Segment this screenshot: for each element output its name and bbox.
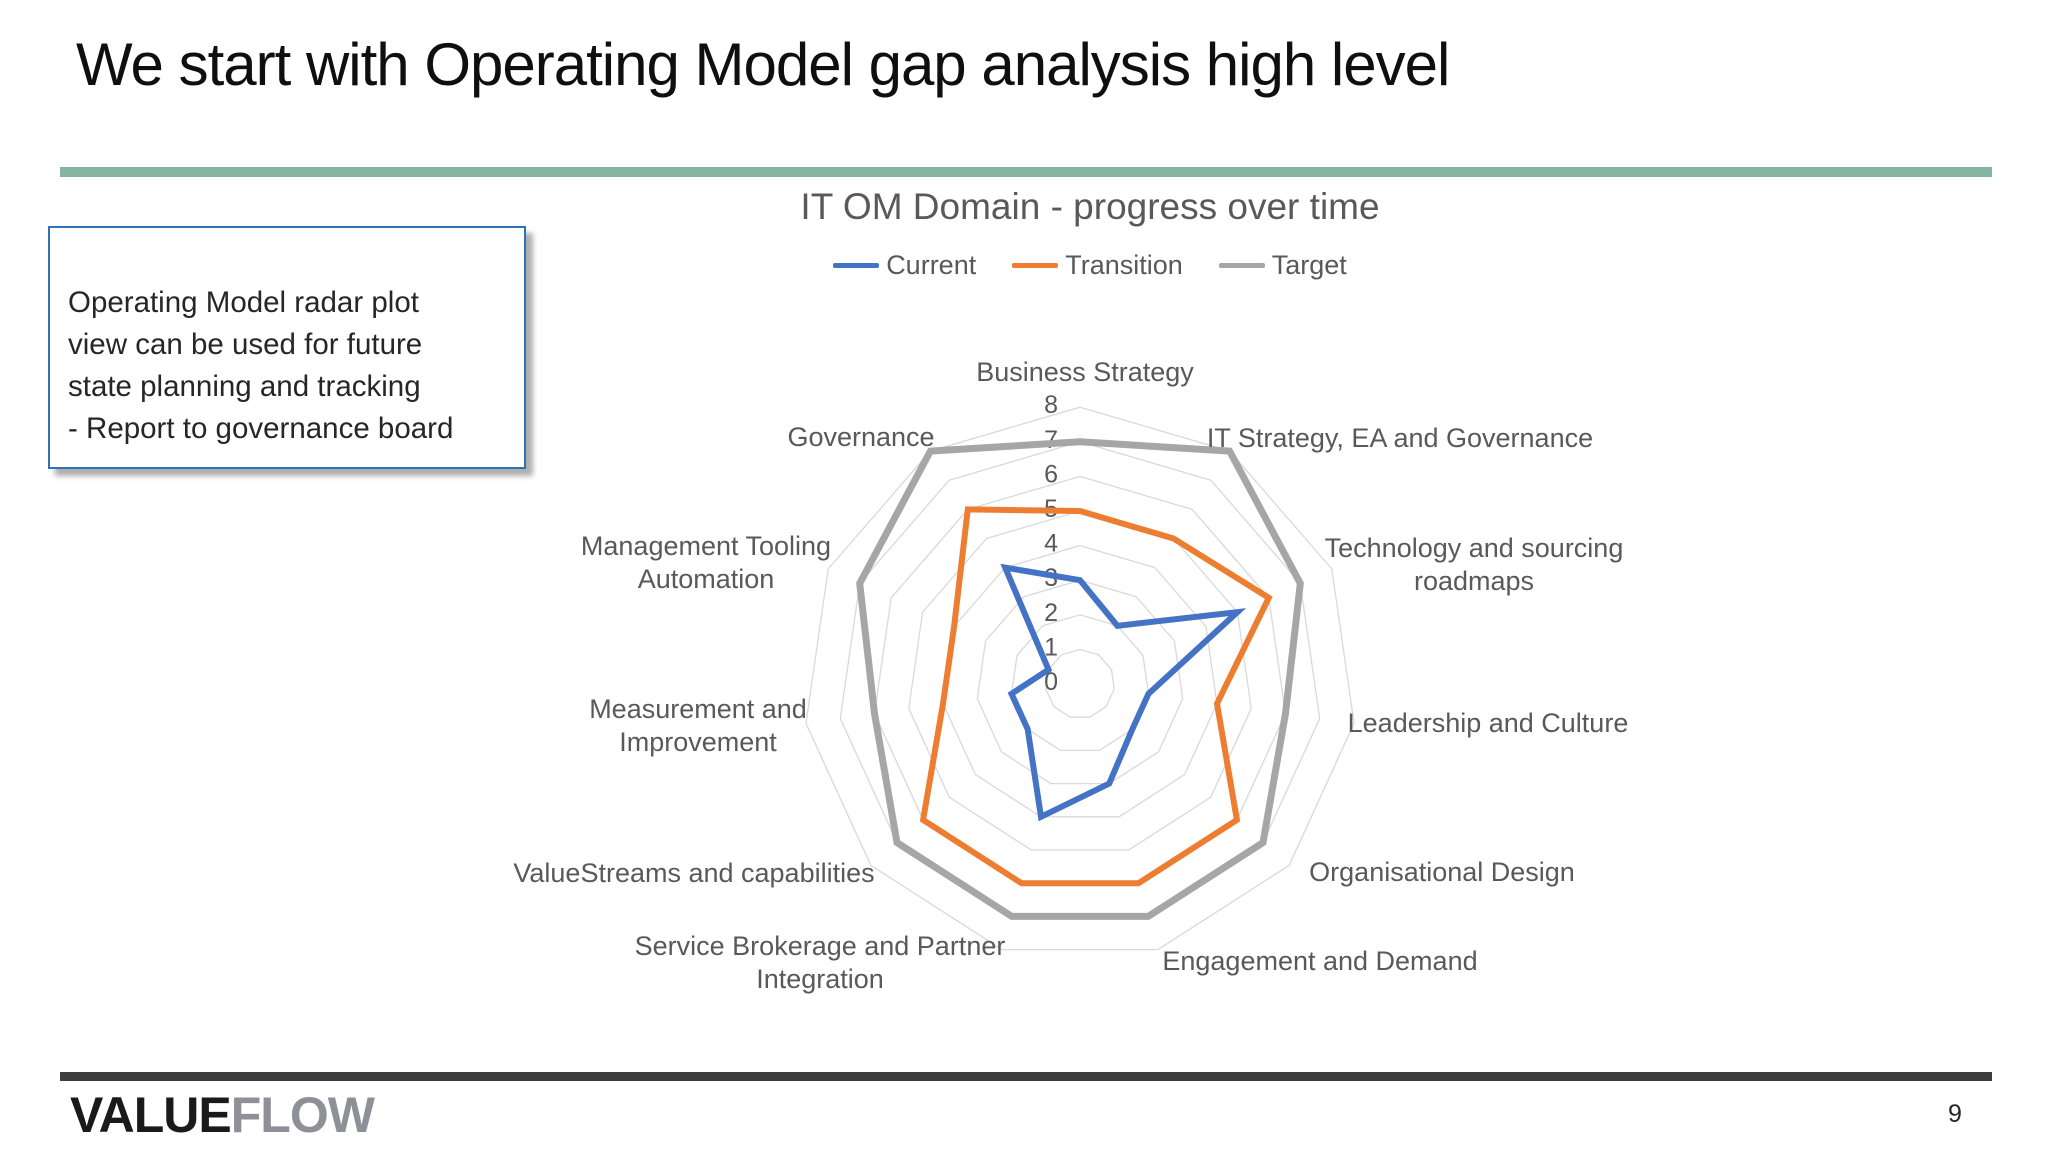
axis-label-10: Governance	[787, 422, 934, 452]
radar-ring-3	[976, 579, 1184, 785]
legend-label-target: Target	[1271, 250, 1347, 280]
axis-label-5: Engagement and Demand	[1162, 946, 1477, 976]
footer-bar	[60, 1072, 1992, 1081]
axis-label-7: ValueStreams and capabilities	[513, 858, 874, 888]
radar-series-transition	[919, 506, 1273, 887]
radar-series-current	[1000, 563, 1247, 822]
radar-ring-5	[908, 510, 1252, 851]
chart-legend: Current Transition Target	[540, 250, 1640, 281]
radial-tick-4: 4	[1044, 530, 1058, 558]
radar-ring-6	[873, 475, 1287, 884]
radial-tick-8: 8	[1044, 391, 1058, 419]
title-divider	[60, 167, 1992, 177]
callout-box: Operating Model radar plot view can be u…	[48, 226, 526, 470]
axis-label-4: Organisational Design	[1309, 857, 1575, 887]
radial-tick-6: 6	[1044, 460, 1058, 488]
radial-tick-1: 1	[1044, 633, 1058, 661]
logo-primary: VALUE	[70, 1087, 232, 1143]
legend-item-current[interactable]: Current	[833, 250, 976, 281]
legend-swatch-current	[833, 263, 880, 268]
radar-series-target	[856, 438, 1304, 920]
axis-label-3: Leadership and Culture	[1348, 708, 1629, 738]
radial-tick-2: 2	[1044, 599, 1058, 627]
chart-title: IT OM Domain - progress over time	[800, 186, 1380, 227]
legend-item-target[interactable]: Target	[1218, 250, 1347, 281]
logo-secondary: FLOW	[230, 1087, 375, 1143]
page-number: 9	[1948, 1100, 1962, 1128]
legend-swatch-target	[1218, 263, 1265, 268]
legend-item-transition[interactable]: Transition	[1012, 250, 1183, 281]
slide-title: We start with Operating Model gap analys…	[76, 31, 1450, 98]
callout-text: Operating Model radar plot view can be u…	[68, 285, 454, 445]
radar-gridlines	[805, 406, 1355, 951]
radar-ring-2	[1010, 614, 1150, 752]
legend-label-current: Current	[886, 250, 977, 280]
axis-label-0: Business Strategy	[976, 357, 1194, 387]
axis-label-1: IT Strategy, EA and Governance	[1207, 423, 1593, 453]
legend-label-transition: Transition	[1065, 250, 1183, 280]
legend-swatch-transition	[1012, 263, 1059, 268]
radar-ring-8	[805, 406, 1355, 951]
valueflow-logo: VALUEFLOW	[70, 1086, 375, 1144]
radar-ring-4	[942, 544, 1218, 818]
radial-tick-0: 0	[1044, 668, 1058, 696]
